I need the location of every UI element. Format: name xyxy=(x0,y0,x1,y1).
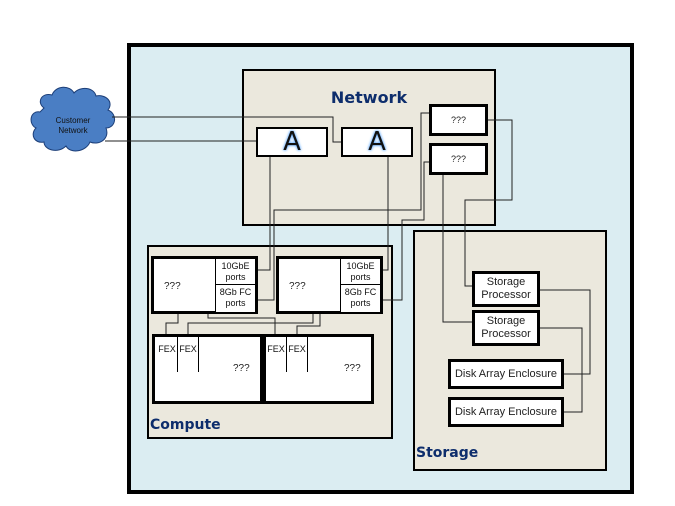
port-label: 10GbE xyxy=(221,261,250,271)
port-label: 8Gb FC xyxy=(219,287,252,297)
compute-title: Compute xyxy=(150,417,221,433)
enclosure-label: Disk Array Enclosure xyxy=(454,368,558,380)
switch-label: A xyxy=(283,127,301,157)
fex-module[interactable]: FEX xyxy=(287,337,308,372)
compute-server-1[interactable]: ??? 10GbE ports 8Gb FC ports xyxy=(151,256,258,314)
network-switch-a-1[interactable]: A xyxy=(256,127,328,157)
network-unknown-device-2[interactable]: ??? xyxy=(429,143,488,175)
network-title: Network xyxy=(330,88,408,107)
server-label: ??? xyxy=(289,281,306,292)
storage-processor-1[interactable]: Storage Processor xyxy=(472,271,540,307)
port-label: ports xyxy=(225,272,246,282)
port-label: ports xyxy=(225,298,246,308)
storage-panel: Storage xyxy=(413,230,607,471)
port-label: ports xyxy=(350,272,371,282)
network-switch-a-2[interactable]: A xyxy=(341,127,413,157)
8gb-fc-ports[interactable]: 8Gb FC ports xyxy=(215,285,255,312)
compute-server-2[interactable]: ??? 10GbE ports 8Gb FC ports xyxy=(276,256,383,314)
device-label: ??? xyxy=(450,115,467,125)
network-unknown-device-1[interactable]: ??? xyxy=(429,104,488,136)
fex-module[interactable]: FEX xyxy=(266,337,287,372)
fex-module[interactable]: FEX xyxy=(157,337,178,372)
enclosure-label: Disk Array Enclosure xyxy=(454,406,558,418)
port-label: ports xyxy=(350,298,371,308)
8gb-fc-ports[interactable]: 8Gb FC ports xyxy=(340,285,380,312)
10gbe-ports[interactable]: 10GbE ports xyxy=(340,259,380,285)
device-label: ??? xyxy=(450,154,467,164)
blade-chassis-2[interactable]: FEX FEX ??? xyxy=(263,334,374,404)
cloud-label-line: Customer xyxy=(55,116,91,125)
disk-array-enclosure-1[interactable]: Disk Array Enclosure xyxy=(448,359,564,389)
chassis-label: ??? xyxy=(233,363,250,374)
switch-label: A xyxy=(368,127,386,157)
10gbe-ports[interactable]: 10GbE ports xyxy=(215,259,255,285)
cloud-label: Customer Network xyxy=(38,116,108,136)
processor-label: Processor xyxy=(481,289,531,301)
blade-chassis-1[interactable]: FEX FEX ??? xyxy=(152,334,263,404)
processor-label: Storage xyxy=(486,315,526,327)
storage-title: Storage xyxy=(416,445,479,461)
server-label: ??? xyxy=(164,281,181,292)
port-label: 10GbE xyxy=(346,261,375,271)
port-label: 8Gb FC xyxy=(344,287,377,297)
disk-array-enclosure-2[interactable]: Disk Array Enclosure xyxy=(448,397,564,427)
storage-processor-2[interactable]: Storage Processor xyxy=(472,310,540,346)
cloud-label-line: Network xyxy=(58,126,88,135)
processor-label: Storage xyxy=(486,276,526,288)
chassis-label: ??? xyxy=(344,363,361,374)
fex-module[interactable]: FEX xyxy=(178,337,199,372)
processor-label: Processor xyxy=(481,328,531,340)
